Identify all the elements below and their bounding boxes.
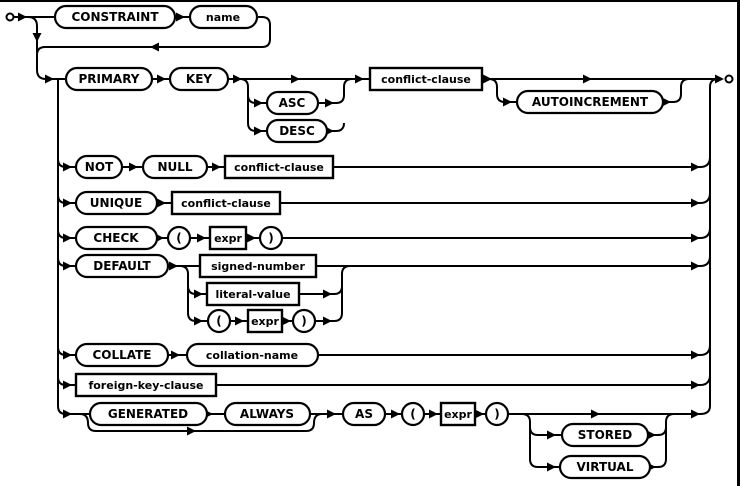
start-circle [5,12,15,22]
node-as-keyword: AS [341,401,387,427]
autoincrement-label: AUTOINCREMENT [532,95,649,109]
expr-label[interactable]: expr [214,232,242,245]
node-collate-keyword: COLLATE [74,342,170,368]
node-key-keyword: KEY [168,66,230,92]
virtual-label: VIRTUAL [577,460,634,474]
conflict-clause-label[interactable]: conflict-clause [381,73,471,86]
node-asc-keyword: ASC [265,90,320,116]
asc-label: ASC [279,96,306,110]
node-stored-keyword: STORED [560,422,650,448]
key-label: KEY [186,72,212,86]
conflict-clause-label[interactable]: conflict-clause [181,197,271,210]
unique-label: UNIQUE [90,196,142,210]
generated-lparen: ( [400,401,426,427]
rparen-glyph: ) [268,231,273,245]
constraint-label: CONSTRAINT [71,10,159,24]
node-not-keyword: NOT [74,154,124,180]
node-autoincrement-keyword: AUTOINCREMENT [515,89,665,115]
collate-label: COLLATE [92,348,151,362]
lparen-glyph: ( [410,407,415,421]
end-terminal [724,74,734,84]
conflict-clause-label[interactable]: conflict-clause [234,161,324,174]
signed-number-label[interactable]: signed-number [211,260,305,273]
literal-value-label[interactable]: literal-value [215,288,290,301]
node-expr-default[interactable]: expr [246,308,284,334]
default-label: DEFAULT [93,259,151,273]
node-constraint-keyword: CONSTRAINT [53,4,177,30]
node-primary-keyword: PRIMARY [64,66,154,92]
check-label: CHECK [93,231,139,245]
generated-rparen: ) [484,401,510,427]
arrowheads [18,12,724,472]
node-check-keyword: CHECK [74,225,159,251]
node-literal-value[interactable]: literal-value [205,281,301,307]
node-conflict-clause-primary[interactable]: conflict-clause [368,66,484,92]
right-border [737,0,740,486]
check-rparen: ) [258,225,284,251]
node-default-keyword: DEFAULT [74,253,170,279]
node-always-keyword: ALWAYS [223,401,312,427]
rparen-glyph: ) [494,407,499,421]
expr-label[interactable]: expr [251,315,279,328]
desc-label: DESC [279,124,315,138]
default-rparen: ) [291,308,317,334]
node-null-keyword: NULL [141,154,209,180]
node-conflict-clause-notnull[interactable]: conflict-clause [223,154,335,180]
node-expr-generated[interactable]: expr [439,401,477,427]
node-expr-check[interactable]: expr [208,225,248,251]
lparen-glyph: ( [176,231,181,245]
lparen-glyph: ( [216,314,221,328]
node-foreign-key-clause[interactable]: foreign-key-clause [74,372,218,398]
name-label: name [206,11,240,24]
rparen-glyph: ) [301,314,306,328]
stored-label: STORED [578,428,632,442]
node-desc-keyword: DESC [265,118,329,144]
node-conflict-clause-unique[interactable]: conflict-clause [170,190,282,216]
always-label: ALWAYS [240,407,294,421]
node-generated-keyword: GENERATED [88,401,209,427]
default-lparen: ( [206,308,232,334]
foreign-key-clause-label[interactable]: foreign-key-clause [88,379,203,392]
node-virtual-keyword: VIRTUAL [558,454,652,480]
null-label: NULL [157,160,192,174]
check-lparen: ( [166,225,192,251]
end-circle [724,74,734,84]
primary-label: PRIMARY [78,72,139,86]
node-name: name [188,4,259,30]
top-border [0,0,740,2]
generated-label: GENERATED [108,407,188,421]
node-collation-name: collation-name [185,342,320,368]
node-signed-number[interactable]: signed-number [198,253,318,279]
node-unique-keyword: UNIQUE [74,190,159,216]
expr-label[interactable]: expr [444,408,472,421]
as-label: AS [355,407,373,421]
start-terminal [5,12,15,22]
collation-name-label: collation-name [206,349,298,362]
not-label: NOT [85,160,114,174]
